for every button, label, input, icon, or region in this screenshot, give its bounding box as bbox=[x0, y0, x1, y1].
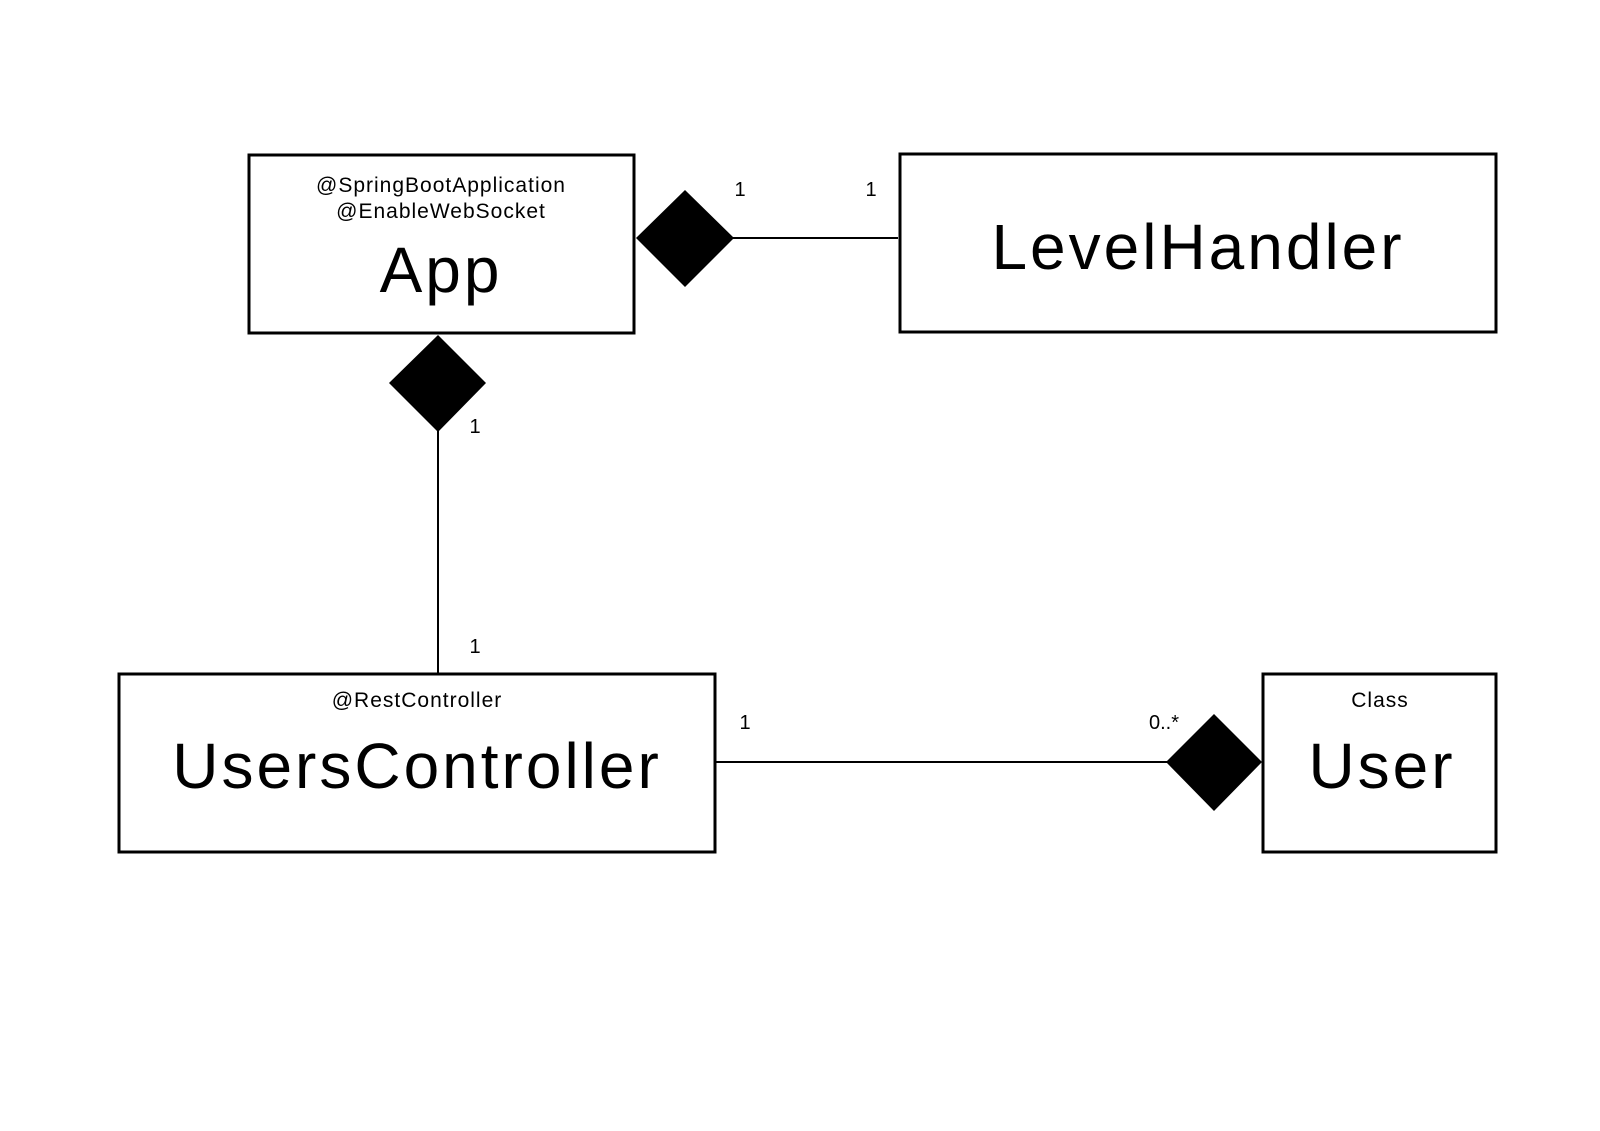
class-user-box bbox=[1261, 672, 1498, 854]
class-userscontroller-stereotype: @RestController bbox=[332, 689, 503, 712]
class-levelhandler[interactable]: LevelHandler bbox=[898, 152, 1498, 334]
class-user-stereotype: Class bbox=[1351, 689, 1409, 712]
class-userscontroller-name: UsersController bbox=[172, 730, 662, 802]
class-app-stereotype-1: @SpringBootApplication bbox=[316, 174, 566, 197]
class-app-stereotype-2: @EnableWebSocket bbox=[336, 200, 546, 223]
composition-diamond-app-bottom bbox=[389, 335, 486, 432]
class-app-name: App bbox=[380, 234, 503, 306]
multiplicity-userscontroller-user-userscontroller: 1 bbox=[739, 712, 750, 734]
multiplicity-app-levelhandler-levelhandler: 1 bbox=[865, 179, 876, 201]
multiplicity-app-levelhandler-app: 1 bbox=[734, 179, 745, 201]
class-user[interactable]: Class User bbox=[1261, 672, 1498, 854]
class-userscontroller-box bbox=[117, 672, 717, 854]
class-userscontroller[interactable]: @RestController UsersController bbox=[117, 672, 717, 854]
multiplicity-app-userscontroller-app: 1 bbox=[469, 416, 480, 438]
multiplicity-userscontroller-user-user: 0..* bbox=[1149, 712, 1179, 734]
class-levelhandler-name: LevelHandler bbox=[991, 211, 1404, 283]
class-app[interactable]: @SpringBootApplication @EnableWebSocket … bbox=[247, 153, 636, 335]
composition-diamond-app-right bbox=[636, 190, 734, 287]
composition-diamond-user-left bbox=[1166, 714, 1262, 811]
class-levelhandler-box bbox=[898, 152, 1498, 334]
class-app-box bbox=[247, 153, 636, 335]
class-user-name: User bbox=[1308, 730, 1455, 802]
multiplicity-app-userscontroller-userscontroller: 1 bbox=[469, 636, 480, 658]
